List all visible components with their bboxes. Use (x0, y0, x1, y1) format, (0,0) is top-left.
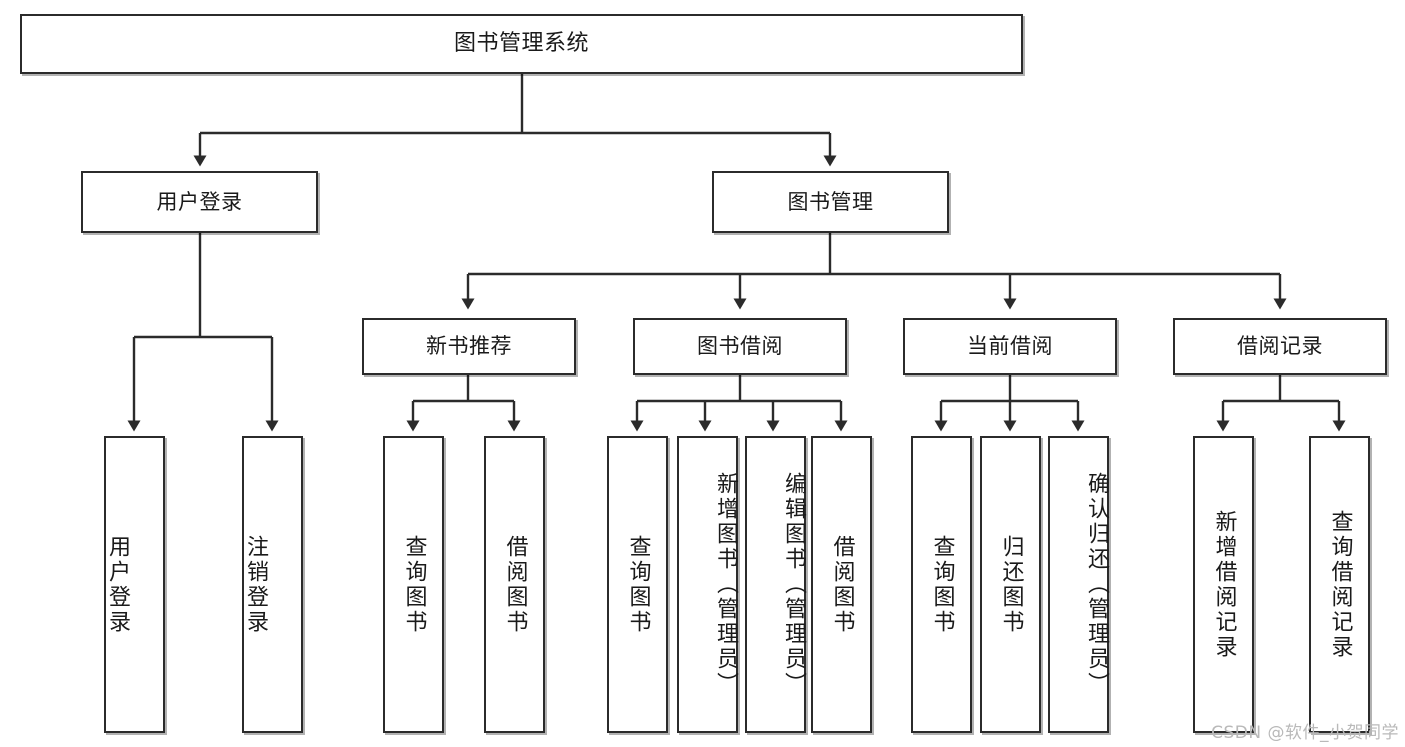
leaf-logout-label: 注销登录 (243, 534, 268, 635)
leaf-query-book-borrow-label: 查询图书 (625, 534, 651, 635)
node-root-label: 图书管理系统 (453, 31, 589, 57)
leaf-confirm-return-admin[interactable]: 确认归还（管理员） (1048, 436, 1109, 733)
leaf-query-borrow-record[interactable]: 查询借阅记录 (1309, 436, 1370, 733)
node-user-login-label: 用户登录 (156, 189, 243, 214)
leaf-query-book-current-label: 查询图书 (929, 534, 955, 635)
leaf-edit-book-admin-label: 编辑图书（管理员） (781, 472, 806, 697)
csdn-watermark: CSDN @软件_小贺同学 (1211, 723, 1399, 743)
leaf-add-borrow-record[interactable]: 新增借阅记录 (1193, 436, 1254, 733)
leaf-add-book-admin[interactable]: 新增图书（管理员） (677, 436, 738, 733)
leaf-borrow-book-borrow[interactable]: 借阅图书 (811, 436, 872, 733)
leaf-borrow-book-borrow-label: 借阅图书 (829, 534, 855, 635)
leaf-return-book[interactable]: 归还图书 (980, 436, 1041, 733)
node-new-book-recommend-label: 新书推荐 (426, 334, 512, 359)
node-book-management-label: 图书管理 (787, 189, 874, 214)
leaf-borrow-book-new[interactable]: 借阅图书 (484, 436, 545, 733)
leaf-edit-book-admin[interactable]: 编辑图书（管理员） (745, 436, 806, 733)
node-new-book-recommend[interactable]: 新书推荐 (362, 318, 576, 375)
leaf-add-borrow-record-label: 新增借阅记录 (1211, 509, 1237, 660)
leaf-query-book-current[interactable]: 查询图书 (911, 436, 972, 733)
leaf-user-login-label: 用户登录 (105, 534, 130, 635)
node-book-management[interactable]: 图书管理 (712, 171, 949, 233)
leaf-borrow-book-new-label: 借阅图书 (502, 534, 528, 635)
leaf-query-book-new[interactable]: 查询图书 (383, 436, 444, 733)
node-borrow-record[interactable]: 借阅记录 (1173, 318, 1387, 375)
node-borrow-record-label: 借阅记录 (1237, 334, 1323, 359)
node-book-borrow[interactable]: 图书借阅 (633, 318, 847, 375)
node-root[interactable]: 图书管理系统 (20, 14, 1023, 74)
leaf-confirm-return-admin-label: 确认归还（管理员） (1084, 472, 1109, 697)
node-book-borrow-label: 图书借阅 (697, 334, 783, 359)
leaf-return-book-label: 归还图书 (998, 534, 1024, 635)
leaf-add-book-admin-label: 新增图书（管理员） (713, 472, 738, 697)
leaf-query-borrow-record-label: 查询借阅记录 (1327, 509, 1353, 660)
leaf-query-book-new-label: 查询图书 (401, 534, 427, 635)
leaf-logout[interactable]: 注销登录 (242, 436, 303, 733)
leaf-user-login[interactable]: 用户登录 (104, 436, 165, 733)
leaf-query-book-borrow[interactable]: 查询图书 (607, 436, 668, 733)
node-current-borrow[interactable]: 当前借阅 (903, 318, 1117, 375)
node-current-borrow-label: 当前借阅 (967, 334, 1053, 359)
node-user-login[interactable]: 用户登录 (81, 171, 318, 233)
